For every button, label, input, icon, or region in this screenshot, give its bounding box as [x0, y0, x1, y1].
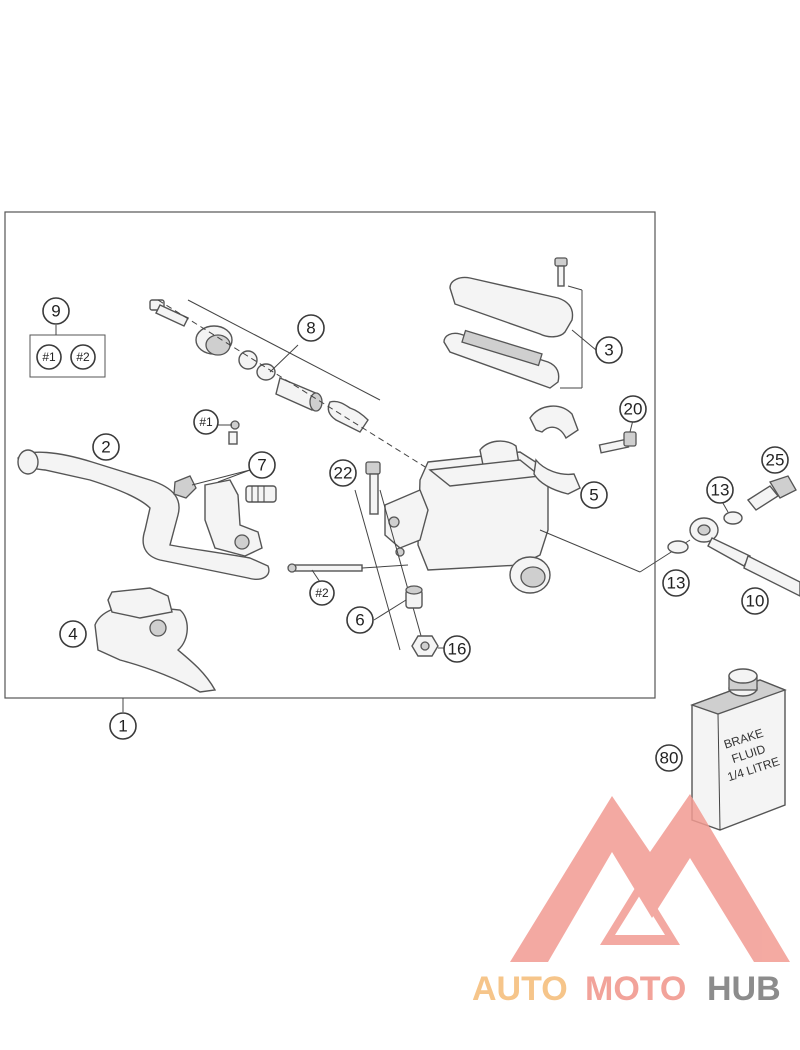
- callout-6: 6: [346, 606, 374, 634]
- svg-text:13: 13: [711, 481, 730, 500]
- svg-text:#1: #1: [42, 350, 56, 364]
- svg-text:4: 4: [68, 625, 77, 644]
- svg-text:10: 10: [746, 592, 765, 611]
- svg-text:16: 16: [448, 640, 467, 659]
- callout-kit-1-lever: #1: [193, 409, 219, 435]
- svg-text:8: 8: [306, 319, 315, 338]
- callout-9: 9: [42, 297, 70, 325]
- svg-text:3: 3: [604, 341, 613, 360]
- svg-text:2: 2: [101, 438, 110, 457]
- reservoir-cover: [443, 257, 574, 389]
- nut-16: [411, 635, 439, 657]
- svg-text:5: 5: [589, 486, 598, 505]
- svg-text:80: 80: [660, 749, 679, 768]
- svg-text:22: 22: [334, 464, 353, 483]
- adjuster-knob: [173, 475, 277, 503]
- callout-10: 10: [741, 587, 769, 615]
- callout-8: 8: [297, 314, 325, 342]
- watermark-text: AUTO MOTO HUB: [472, 970, 781, 1008]
- callout-16: 16: [443, 635, 471, 663]
- brake-fluid-bottle: BRAKE FLUID 1/4 LITRE: [690, 668, 787, 831]
- banjo-fitting: [667, 511, 800, 597]
- watermark-auto: AUTO: [472, 970, 568, 1008]
- callout-kit-2-pin: #2: [309, 580, 335, 606]
- brake-lever: [17, 449, 270, 580]
- svg-text:#2: #2: [315, 586, 329, 600]
- svg-text:25: 25: [766, 451, 785, 470]
- callout-kit-1-box: #1: [36, 344, 62, 370]
- callout-25: 25: [761, 446, 789, 474]
- handlebar-clamp: [529, 405, 581, 495]
- piston-kit: [149, 299, 369, 433]
- svg-text:13: 13: [667, 574, 686, 593]
- callout-3: 3: [595, 336, 623, 364]
- assembly-frame: [4, 211, 656, 699]
- kit-box: [29, 334, 106, 378]
- callout-13-upper: 13: [706, 476, 734, 504]
- callout-13-lower: 13: [662, 569, 690, 597]
- pivot-pin: [287, 563, 363, 573]
- callout-1: 1: [109, 712, 137, 740]
- callout-22: 22: [329, 459, 357, 487]
- callout-2: 2: [92, 433, 120, 461]
- automotohub-logo: [510, 794, 790, 962]
- svg-text:#1: #1: [199, 415, 213, 429]
- svg-text:7: 7: [257, 456, 266, 475]
- callout-20: 20: [619, 395, 647, 423]
- watermark-moto: MOTO: [585, 970, 686, 1008]
- bolt-22: [365, 461, 381, 515]
- master-cylinder: [384, 440, 551, 594]
- logo-triangle-mark: [510, 794, 790, 962]
- svg-text:9: 9: [51, 302, 60, 321]
- lever-cover: [94, 587, 217, 693]
- svg-text:1: 1: [118, 717, 127, 736]
- svg-text:20: 20: [624, 400, 643, 419]
- svg-text:6: 6: [355, 611, 364, 630]
- callout-7: 7: [248, 451, 276, 479]
- svg-text:#2: #2: [76, 350, 90, 364]
- callout-80: 80: [655, 744, 683, 772]
- callout-kit-2-box: #2: [70, 344, 96, 370]
- logo-triangle-inner: [600, 880, 680, 945]
- callout-4: 4: [59, 620, 87, 648]
- watermark-hub: HUB: [707, 970, 781, 1008]
- callout-5: 5: [580, 481, 608, 509]
- bushing-6: [405, 585, 423, 609]
- banjo-bolt: [746, 475, 797, 511]
- bolt-20: [598, 431, 637, 454]
